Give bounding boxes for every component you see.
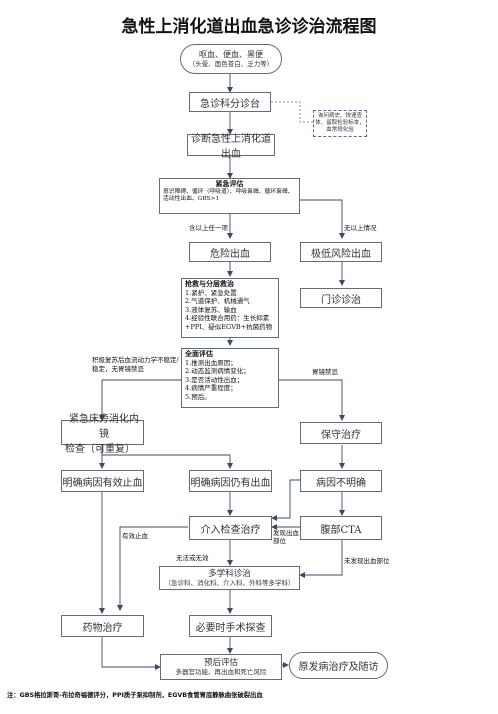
danger-bleed-node: 危险出血 [189, 242, 271, 262]
low-risk-node: 极低风险出血 [300, 242, 382, 262]
rescue-item: 2.气道保护、机械通气 [185, 297, 250, 306]
surgery-node: 必要时手术探查 [189, 615, 272, 637]
arrow-endo-bleeding [101, 445, 233, 469]
urgent-eval-heading: 紧急评估 [215, 180, 244, 188]
label-contraindication: 胃镜禁忌 [312, 368, 338, 376]
diagnosis-node: 诊断急性上消化道出血 [187, 134, 275, 160]
label-no-effect: 无法或无效 [176, 554, 209, 562]
arrow-cta-mdt [299, 540, 343, 578]
endoscopy-node: 紧急床旁消化内镜 检查（可重复） [61, 414, 144, 455]
label-no-site: 未发现出血部位 [344, 557, 390, 565]
triage-node: 急诊科分诊台 [189, 92, 271, 112]
side-note-text: 询问病史、快速查体、留取检验标本，血常规化验 [315, 113, 365, 133]
arrow-eval-conservative [279, 379, 345, 421]
rescue-item: +PPI、疑似EGVB+抗菌药物 [185, 322, 273, 331]
label-stable-after: 积极复苏后血流动力学不稳定/稳定，无胃镜禁忌 [92, 356, 179, 373]
low-risk-label: 极低风险出血 [311, 248, 371, 260]
mdt-line1: 多学科诊治 [208, 569, 251, 579]
label-with-danger: 含以上任一项 [189, 224, 228, 232]
endoscopy-line1: 紧急床旁消化内镜 [69, 414, 139, 440]
page-title: 急性上消化道出血急诊诊治流程图 [121, 17, 377, 37]
arrow-interv-drug [117, 526, 188, 611]
interventional-label: 介入检查治疗 [200, 524, 261, 536]
footnote: 注：GBS格拉斯哥-布拉奇福德评分，PPI质子泵抑制剂，EGVB食管胃底静脉曲张… [7, 692, 263, 699]
side-note: 询问病史、快速查体、留取检验标本，血常规化验 [313, 110, 367, 137]
outpatient-node: 门诊诊治 [300, 288, 382, 308]
dashed-link-note [271, 101, 313, 123]
arrow-eval-endoscopy [99, 379, 181, 421]
triage-label: 急诊科分诊台 [200, 98, 260, 110]
urgent-eval-node: 紧急评估 意识障碍、循环（呼吸道）、呼吸衰竭、循环衰竭、活动性出血、GBS>1 [159, 178, 300, 214]
danger-bleed-label: 危险出血 [210, 248, 250, 260]
arrow-unknown-interv [271, 479, 300, 521]
conservative-node: 保守治疗 [300, 422, 382, 444]
full-eval-item: 4.病情严重程度； [185, 384, 237, 393]
label-effective-stop: 有效止血 [122, 532, 148, 540]
cta-node: 腹部CTA [300, 516, 382, 540]
cause-bleeding-label: 明确病因仍有出血 [190, 477, 271, 489]
drug-node: 药物治疗 [61, 615, 144, 637]
interventional-node: 介入检查治疗 [189, 516, 272, 540]
full-eval-item: 3.是否活动性出血； [185, 375, 244, 384]
outpatient-label: 门诊诊治 [321, 294, 361, 306]
prognosis-line2: 多器官功能、再出血和死亡风险 [175, 668, 267, 676]
arrow-eval-lowrisk [300, 199, 345, 239]
full-eval-item: 1.推测出血原因； [185, 358, 237, 367]
rescue-heading: 抢救与分层救治 [185, 280, 234, 288]
cause-unknown-node: 病因不明确 [300, 470, 382, 492]
endoscopy-line2: 检查（可重复） [65, 444, 135, 455]
urgent-eval-text: 意识障碍、循环（呼吸道）、呼吸衰竭、循环衰竭、活动性出血、GBS>1 [163, 188, 294, 203]
primary-disease-label: 原发病治疗及随访 [298, 662, 379, 673]
full-eval-item: 5.预后。 [185, 392, 211, 401]
primary-disease-node: 原发病治疗及随访 [289, 652, 388, 679]
mdt-line2: （急诊科、消化科、介入科、外科等多学科） [164, 579, 295, 587]
cause-stopped-label: 明确病因有效止血 [62, 477, 143, 489]
rescue-item: 4.经验性联合用药：生长抑素 [185, 314, 270, 323]
full-eval-node: 全面评估 1.推测出血原因； 2.动态监测病情变化； 3.是否活动性出血； 4.… [181, 348, 279, 408]
rescue-node: 抢救与分层救治 1.紧护、紧急处置 2.气道保护、机械通气 3.液体复苏、输血 … [181, 278, 279, 338]
mdt-node: 多学科诊治 （急诊科、消化科、介入科、外科等多学科） [159, 566, 300, 590]
surgery-label: 必要时手术探查 [195, 622, 266, 634]
label-found-site: 发现出血部位 [273, 529, 299, 545]
cause-bleeding-node: 明确病因仍有出血 [189, 470, 272, 492]
arrow-drug-prognosis [101, 637, 161, 670]
cause-stopped-node: 明确病因有效止血 [61, 470, 144, 492]
label-without: 无以上情况 [344, 224, 377, 232]
diagnosis-label: 诊断急性上消化道出血 [191, 134, 271, 160]
full-eval-heading: 全面评估 [185, 350, 213, 358]
conservative-label: 保守治疗 [321, 429, 361, 441]
prognosis-line1: 预后评估 [203, 658, 238, 668]
symptoms-line1: 呕血、便血、黑便 [199, 50, 263, 59]
symptoms-line2: （头晕、面色苍白、乏力等） [188, 60, 274, 68]
prognosis-node: 预后评估 多器官功能、再出血和死亡风险 [160, 654, 282, 680]
drug-label: 药物治疗 [82, 622, 123, 634]
cta-label: 腹部CTA [320, 524, 362, 536]
rescue-item: 3.液体复苏、输血 [185, 305, 237, 314]
rescue-item: 1.紧护、紧急处置 [185, 288, 237, 297]
full-eval-item: 2.动态监测病情变化； [185, 367, 250, 376]
symptoms-node: 呕血、便血、黑便 （头晕、面色苍白、乏力等） [180, 44, 282, 74]
cause-unknown-label: 病因不明确 [316, 477, 366, 489]
